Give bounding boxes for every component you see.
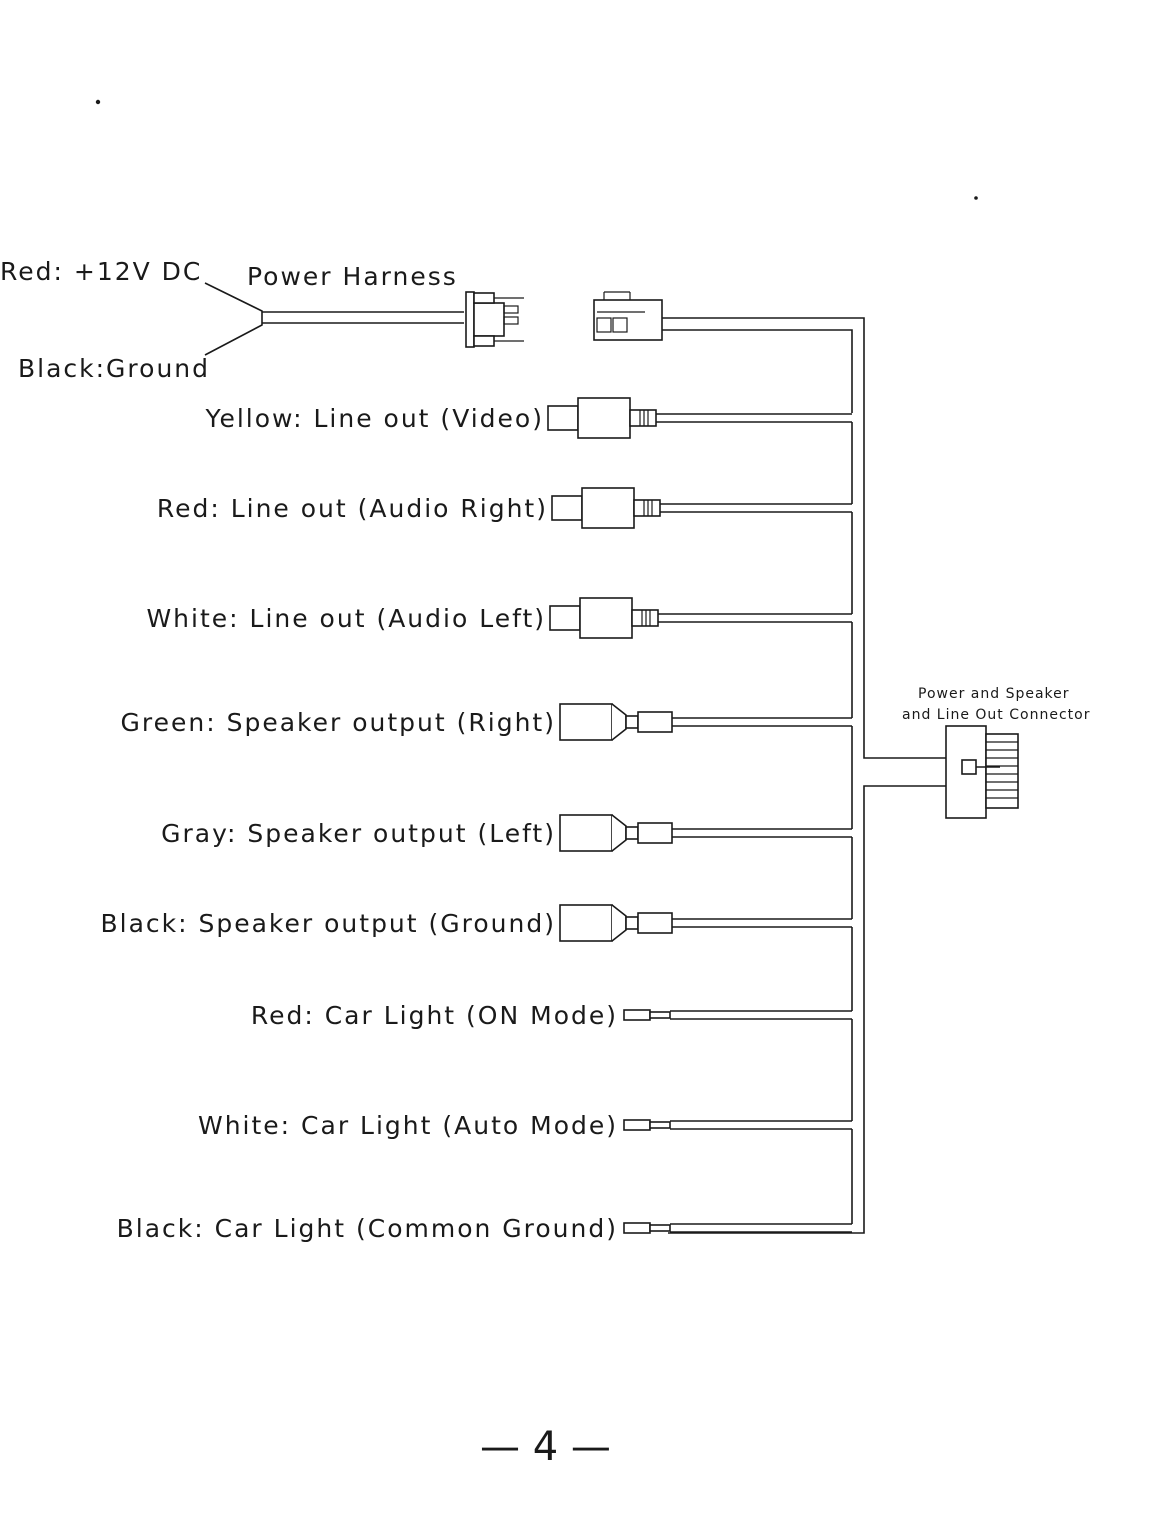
wire-label: Black: Car Light (Common Ground) bbox=[117, 1214, 618, 1243]
wire-label: Red: Line out (Audio Right) bbox=[157, 494, 548, 523]
power-red-label: Red: +12V DC bbox=[0, 257, 202, 286]
wire-2: Red: Line out (Audio Right) bbox=[157, 487, 852, 529]
wire-4: Green: Speaker output (Right) bbox=[121, 703, 852, 741]
wire-9: Black: Car Light (Common Ground) bbox=[117, 1214, 852, 1243]
return-trunk bbox=[668, 785, 946, 1234]
connector-latch bbox=[961, 759, 977, 775]
power-harness-label: Power Harness bbox=[247, 262, 458, 291]
power-leads bbox=[204, 282, 263, 356]
power-black-label: Black:Ground bbox=[18, 354, 210, 383]
wire-6: Black: Speaker output (Ground) bbox=[100, 904, 852, 942]
wire-label: Black: Speaker output (Ground) bbox=[100, 909, 556, 938]
wire-label: White: Car Light (Auto Mode) bbox=[198, 1111, 618, 1140]
wire-1: Yellow: Line out (Video) bbox=[205, 397, 852, 439]
wire-7: Red: Car Light (ON Mode) bbox=[251, 1001, 852, 1030]
power-socket-female bbox=[593, 291, 663, 341]
connector-label-line1: Power and Speaker bbox=[918, 686, 1070, 702]
speck bbox=[95, 99, 101, 105]
power-plug-male bbox=[465, 291, 524, 348]
page-number: — 4 — bbox=[480, 1424, 611, 1470]
wire-label: Yellow: Line out (Video) bbox=[205, 404, 544, 433]
power-branch bbox=[662, 329, 853, 413]
wire-5: Gray: Speaker output (Left) bbox=[161, 814, 852, 852]
wire-label: White: Line out (Audio Left) bbox=[146, 604, 546, 633]
wire-8: White: Car Light (Auto Mode) bbox=[198, 1111, 852, 1140]
wire-label: Red: Car Light (ON Mode) bbox=[251, 1001, 618, 1030]
wire-label: Green: Speaker output (Right) bbox=[121, 708, 556, 737]
power-harness: Red: +12V DC Power Harness Black:Ground bbox=[0, 257, 663, 383]
speck bbox=[974, 196, 978, 200]
power-trunk bbox=[662, 317, 946, 759]
wire-list: Yellow: Line out (Video) Red: Line out (A… bbox=[100, 317, 946, 1243]
main-connector: Power and Speaker and Line Out Connector bbox=[902, 686, 1090, 819]
connector-label-line2: and Line Out Connector bbox=[902, 707, 1090, 723]
wire-label: Gray: Speaker output (Left) bbox=[161, 819, 556, 848]
connector-pins bbox=[985, 733, 1019, 809]
wire-3: White: Line out (Audio Left) bbox=[146, 597, 852, 639]
